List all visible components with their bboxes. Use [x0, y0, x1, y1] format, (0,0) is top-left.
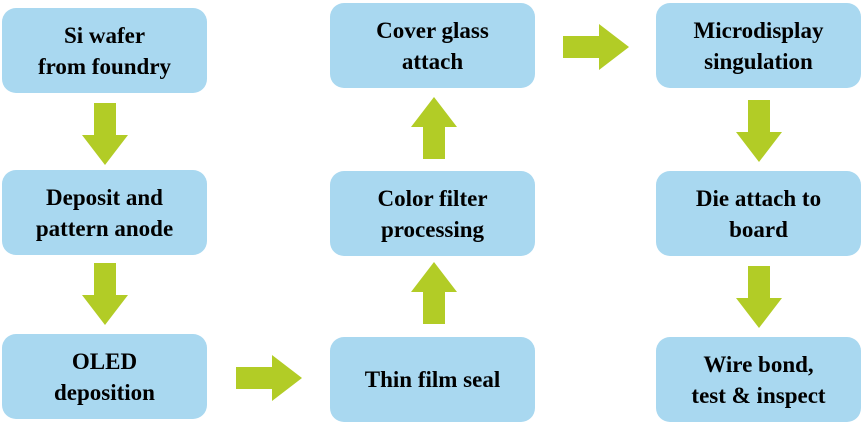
- step-label-line: Wire bond,: [703, 351, 814, 377]
- step-label-line: Thin film seal: [364, 367, 501, 392]
- arrow-down-icon: [736, 100, 782, 162]
- step-label-line: Die attach to: [695, 185, 822, 211]
- step-label-line: Deposit and: [46, 184, 163, 210]
- step-color-filter: Color filter processing: [330, 171, 535, 256]
- arrow-shape: [736, 266, 782, 328]
- step-label-line: Color filter: [377, 185, 488, 211]
- arrow-shape: [82, 263, 128, 325]
- step-oled-deposition: OLED deposition: [2, 334, 207, 419]
- step-label-line: test & inspect: [691, 382, 826, 408]
- step-label-line: deposition: [54, 379, 155, 405]
- step-label-line: pattern anode: [35, 215, 174, 241]
- step-label-line: attach: [401, 48, 464, 74]
- step-label-line: from foundry: [37, 53, 172, 79]
- step-label-line: Si wafer: [63, 22, 146, 48]
- step-deposit-anode: Deposit and pattern anode: [2, 170, 207, 255]
- arrow-down-icon: [82, 263, 128, 325]
- step-cover-glass: Cover glass attach: [330, 3, 535, 88]
- step-singulation: Microdisplay singulation: [656, 3, 861, 88]
- arrow-shape: [563, 24, 629, 70]
- arrow-shape: [411, 262, 457, 324]
- arrow-up-icon: [411, 97, 457, 159]
- step-si-wafer: Si wafer from foundry: [2, 8, 207, 93]
- arrow-shape: [82, 103, 128, 165]
- arrow-right-icon: [236, 355, 302, 401]
- arrow-shape: [411, 97, 457, 159]
- arrow-down-icon: [82, 103, 128, 165]
- arrow-down-icon: [736, 266, 782, 328]
- step-label-line: OLED: [71, 348, 138, 374]
- step-thin-film-seal: Thin film seal: [330, 337, 535, 422]
- arrow-shape: [736, 100, 782, 162]
- step-label-line: Microdisplay: [693, 17, 824, 43]
- arrow-shape: [236, 355, 302, 401]
- arrow-right-icon: [563, 24, 629, 70]
- step-label-line: board: [729, 216, 788, 242]
- step-die-attach: Die attach to board: [656, 171, 861, 256]
- step-wire-bond: Wire bond, test & inspect: [656, 337, 861, 422]
- arrow-up-icon: [411, 262, 457, 324]
- step-label-line: Cover glass: [376, 17, 489, 43]
- step-label-line: processing: [380, 216, 485, 242]
- step-label-line: singulation: [704, 48, 813, 74]
